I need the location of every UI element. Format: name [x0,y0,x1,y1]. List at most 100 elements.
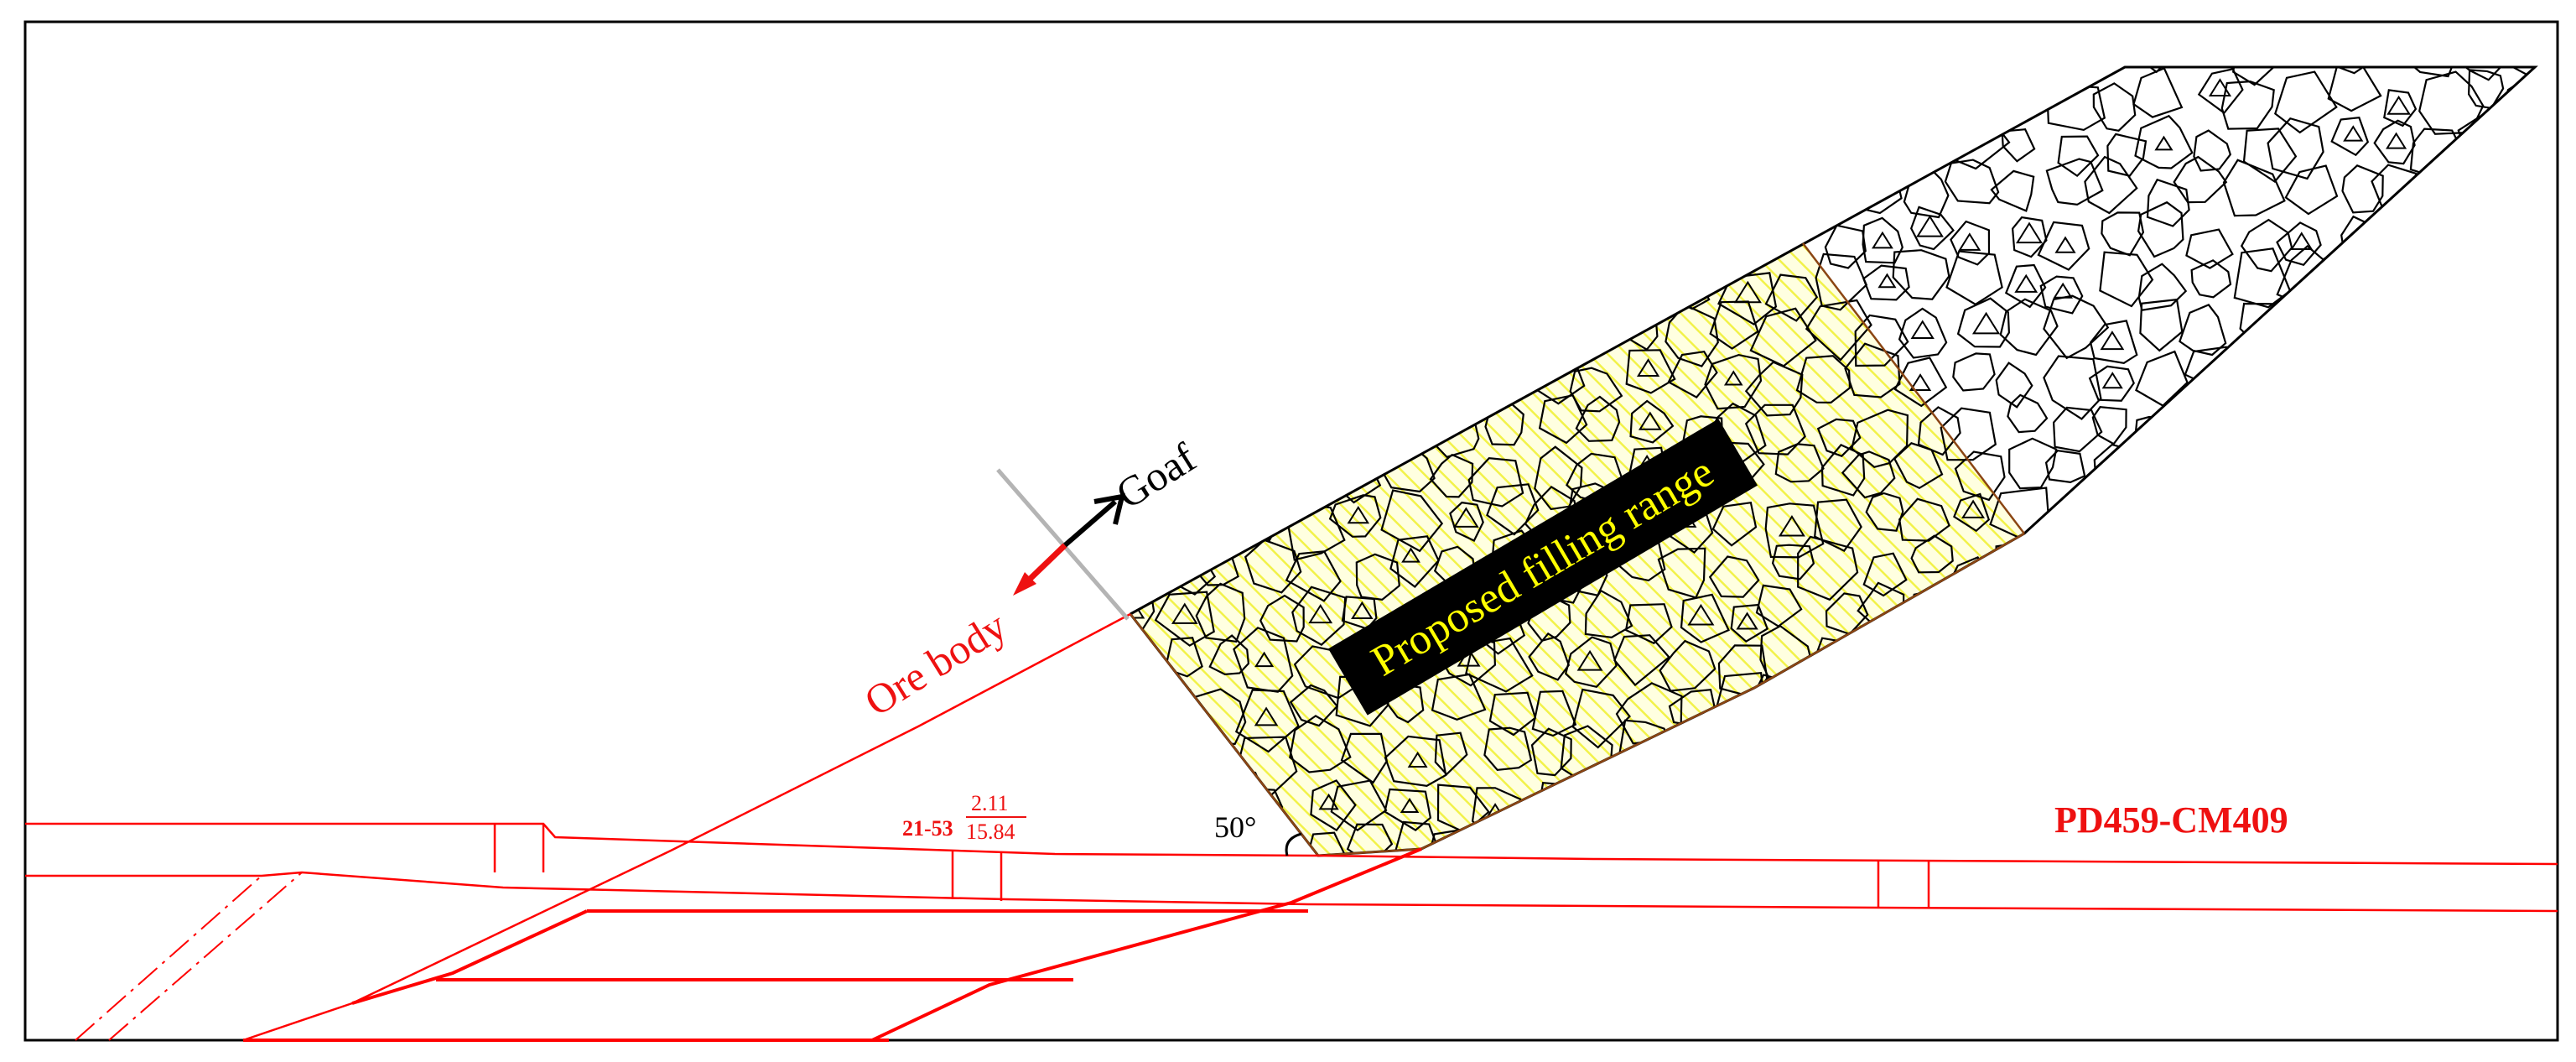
rubble-stone [2220,692,2270,741]
rubble-fragment [2430,613,2452,631]
rubble-stone [1771,544,1815,580]
rubble-stone [2433,258,2476,304]
rubble-stone [2179,304,2227,357]
rubble-stone [1130,777,1160,816]
rubble-stone [2228,399,2293,456]
rubble-stone [2284,164,2339,216]
rubble-stone [1291,586,1347,646]
rubble-stone [1726,164,1769,209]
rubble-stone [1952,352,1996,392]
rubble-stone [1471,67,1520,74]
rubble-stone [1818,685,1868,738]
rubble-stone [1244,71,1306,132]
rubble-stone [1940,407,1997,461]
rubble-stone [1382,135,1420,173]
rubble-stone [1130,397,1141,440]
rubble-stone [2418,386,2480,441]
rubble-fragment [2015,221,2044,244]
rubble-stone [2133,539,2181,596]
rubble-stone [1538,393,1588,445]
rubble-fragment [1635,135,1659,154]
rubble-fragment [2161,736,2184,754]
rubble-stone [1892,249,1950,300]
rubble-stone [2457,770,2510,825]
rubble-stone [1995,362,2033,409]
rubble-stone [1999,298,2059,357]
rubble-fragment [1961,499,1986,518]
rubble-stone [2373,301,2428,348]
rubble-stone [2378,595,2425,644]
rubble-stone [1528,632,1571,681]
rubble-stone [1945,250,2003,306]
rubble-fragment [1736,612,1758,630]
rubble-stone [1310,779,1357,832]
rubble-stone [1956,297,2011,348]
rubble-fragment [1580,791,1600,808]
rubble-stone [1717,272,1778,325]
rubble-stone [1513,127,1579,185]
rubble-stone [1328,494,1382,538]
rubble-stone [1586,274,1624,310]
rubble-stone [2276,221,2322,267]
rubble-fragment [1679,281,1703,301]
rubble-stone [2316,685,2376,742]
rubble-stone [1717,734,1771,790]
rubble-stone [2330,716,2393,780]
rubble-stone [2089,635,2126,678]
rubble-fragment [2386,95,2411,115]
rubble-stone [1449,501,1484,542]
rubble-stone [2197,68,2244,115]
rubble-stone [1304,67,1358,110]
rubble-stone [1966,84,2010,123]
rubble-fragment [1867,830,1896,854]
rubble-stone [1239,444,1291,500]
rubble-stone [1670,727,1728,783]
rubble-stone [2039,728,2089,794]
rubble-stone [2039,275,2084,315]
rubble-stone [1708,555,1760,598]
rubble-stone [2368,390,2426,448]
rubble-stone [1536,177,1571,221]
rubble-fragment [1909,373,1932,392]
rubble-stone [1774,129,1822,180]
rubble-stone [1390,75,1447,122]
rubble-stone [1569,367,1623,413]
rubble-stone [1130,544,1153,597]
rubble-stone [1796,67,1856,124]
rubble-stone [2507,396,2535,452]
rubble-stone [2516,178,2535,229]
elevation-denominator: 15.84 [966,820,1015,844]
rubble-stone [1898,307,1948,359]
rubble-stone [2421,446,2468,495]
rubble-fragment [2391,408,2411,424]
rubble-stone [1680,593,1730,643]
rubble-stone [2515,217,2535,273]
rubble-stone [1820,444,1866,497]
rubble-fragment [1820,46,1837,60]
rubble-stone [2469,633,2514,682]
rubble-stone [2189,456,2231,499]
rubble-fragment [2112,559,2139,580]
rubble-stone [2281,651,2326,690]
rubble-stone [2286,362,2326,398]
rubble-stone [1512,313,1574,372]
rubble-fragment [1632,219,1652,235]
rubble-stone [1540,838,1581,856]
rubble-stone [2457,67,2512,81]
rubble-stone [1143,357,1200,412]
rubble-fragment [1871,91,1898,113]
rubble-stone [1385,168,1427,205]
rubble-fragment [1130,700,1135,716]
rubble-stone [2179,392,2234,447]
rubble-stone [2376,489,2415,533]
rubble-stone [1963,742,2007,786]
rubble-fragment [1438,231,1462,249]
rubble-stone [1676,207,1735,259]
rubble-stone [1130,312,1158,380]
elevation-numerator: 2.11 [971,791,1009,815]
rubble-stone [2288,778,2330,825]
rubble-stone [1249,257,1291,300]
rubble-fragment [1971,311,2001,335]
rubble-stone [2385,744,2425,788]
rubble-stone [1950,220,1991,266]
